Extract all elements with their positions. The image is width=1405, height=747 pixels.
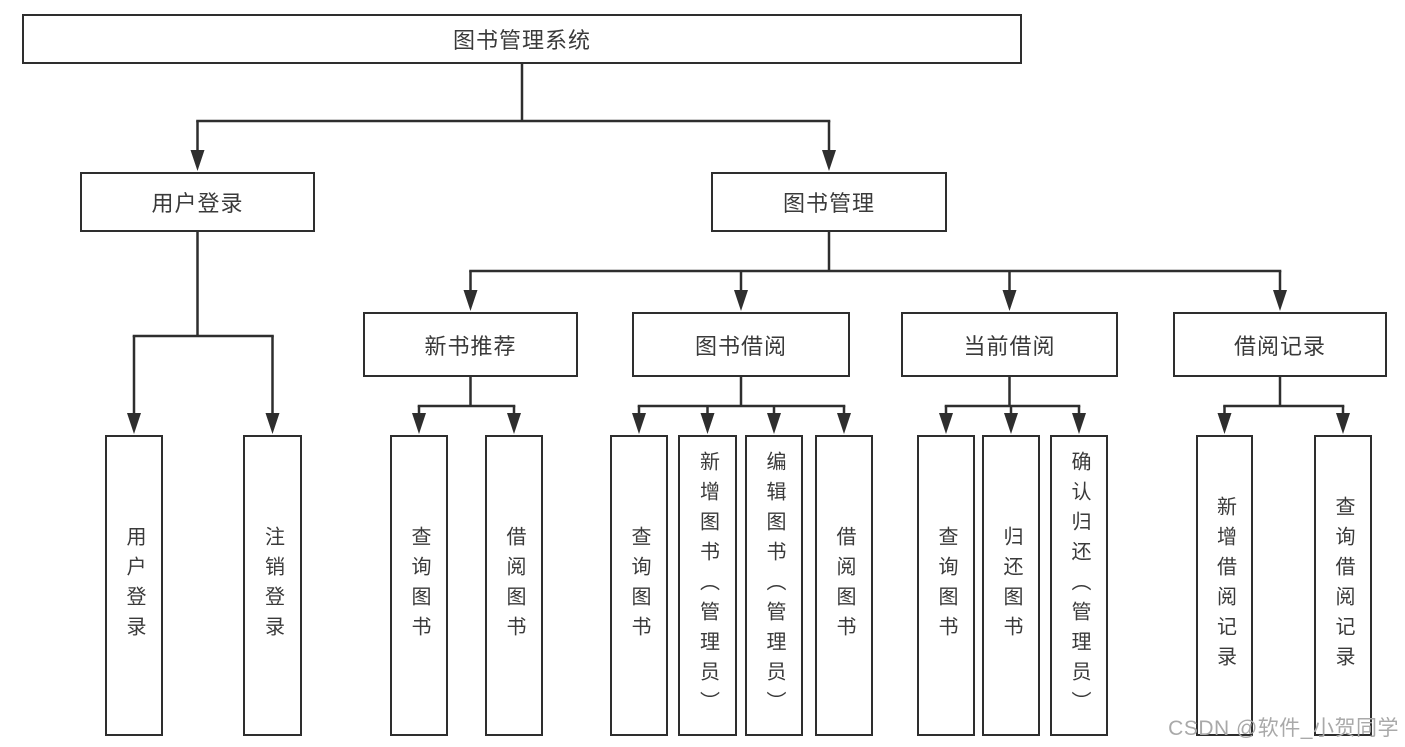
node-borrow-records: 借阅记录 bbox=[1173, 312, 1387, 377]
leaf-edit-books-admin-label: 编辑图书（管理员） bbox=[763, 450, 785, 721]
leaf-add-borrow-record: 新增借阅记录 bbox=[1196, 435, 1253, 736]
leaf-add-books-admin-label: 新增图书（管理员） bbox=[696, 450, 719, 721]
arrow-down-icon bbox=[700, 413, 715, 434]
node-current-borrow: 当前借阅 bbox=[901, 312, 1118, 377]
arrow-down-icon bbox=[127, 413, 141, 434]
arrow-down-icon bbox=[939, 413, 953, 434]
leaf-borrow-books-recommend-label: 借阅图书 bbox=[503, 525, 525, 646]
node-book-management-label: 图书管理 bbox=[782, 191, 875, 216]
leaf-query-books-current-label: 查询图书 bbox=[935, 525, 957, 646]
arrow-down-icon bbox=[1217, 413, 1232, 434]
node-book-borrow: 图书借阅 bbox=[632, 312, 850, 377]
arrow-down-icon bbox=[1273, 290, 1287, 311]
arrow-down-icon bbox=[837, 413, 851, 434]
leaf-query-books-recommend: 查询图书 bbox=[390, 435, 448, 736]
connector-borrow-records-children bbox=[1217, 377, 1350, 434]
leaf-logout: 注销登录 bbox=[243, 435, 302, 736]
leaf-edit-books-admin: 编辑图书（管理员） bbox=[745, 435, 803, 736]
leaf-confirm-return-admin-label: 确认归还（管理员） bbox=[1068, 450, 1090, 721]
connector-current-borrow-children bbox=[939, 377, 1086, 434]
node-new-book-recommend-label: 新书推荐 bbox=[424, 333, 517, 359]
arrow-down-icon bbox=[734, 290, 748, 311]
arrow-down-icon bbox=[1072, 413, 1086, 434]
leaf-query-borrow-record: 查询借阅记录 bbox=[1314, 435, 1372, 736]
arrow-down-icon bbox=[265, 413, 280, 434]
leaf-return-books-label: 归还图书 bbox=[1000, 525, 1022, 646]
node-user-login: 用户登录 bbox=[80, 172, 315, 232]
arrow-down-icon bbox=[632, 413, 646, 434]
leaf-borrow-books: 借阅图书 bbox=[815, 435, 873, 736]
leaf-add-borrow-record-label: 新增借阅记录 bbox=[1213, 495, 1236, 676]
csdn-watermark: CSDN @软件_小贺同学 bbox=[1168, 717, 1399, 740]
leaf-logout-label: 注销登录 bbox=[261, 525, 284, 646]
node-borrow-records-label: 借阅记录 bbox=[1233, 333, 1326, 359]
arrow-down-icon bbox=[412, 413, 426, 434]
leaf-borrow-books-label: 借阅图书 bbox=[833, 525, 855, 646]
arrow-down-icon bbox=[767, 413, 781, 434]
connector-root-to-level2 bbox=[190, 64, 836, 171]
connector-new-book-children bbox=[412, 377, 521, 434]
leaf-borrow-books-recommend: 借阅图书 bbox=[485, 435, 543, 736]
arrow-down-icon bbox=[463, 290, 478, 311]
connector-book-management-children bbox=[463, 232, 1287, 311]
node-current-borrow-label: 当前借阅 bbox=[963, 333, 1056, 359]
leaf-query-books-borrow-label: 查询图书 bbox=[628, 525, 650, 646]
leaf-query-books-recommend-label: 查询图书 bbox=[408, 525, 430, 646]
arrow-down-icon bbox=[190, 150, 205, 171]
node-root-label: 图书管理系统 bbox=[452, 28, 591, 53]
arrow-down-icon bbox=[1004, 413, 1018, 434]
leaf-user-login: 用户登录 bbox=[105, 435, 163, 736]
leaf-query-books-current: 查询图书 bbox=[917, 435, 975, 736]
arrow-down-icon bbox=[1002, 290, 1017, 311]
node-root: 图书管理系统 bbox=[22, 14, 1022, 64]
arrow-down-icon bbox=[1336, 413, 1350, 434]
leaf-query-borrow-record-label: 查询借阅记录 bbox=[1332, 495, 1354, 676]
leaf-confirm-return-admin: 确认归还（管理员） bbox=[1050, 435, 1108, 736]
leaf-add-books-admin: 新增图书（管理员） bbox=[678, 435, 737, 736]
node-new-book-recommend: 新书推荐 bbox=[363, 312, 578, 377]
node-user-login-label: 用户登录 bbox=[151, 191, 244, 216]
node-book-management: 图书管理 bbox=[711, 172, 947, 232]
connector-user-login-children bbox=[127, 232, 280, 434]
leaf-return-books: 归还图书 bbox=[982, 435, 1040, 736]
arrow-down-icon bbox=[507, 413, 521, 434]
leaf-user-login-label: 用户登录 bbox=[123, 525, 145, 646]
connector-book-borrow-children bbox=[632, 377, 851, 434]
leaf-query-books-borrow: 查询图书 bbox=[610, 435, 668, 736]
node-book-borrow-label: 图书借阅 bbox=[694, 333, 787, 359]
arrow-down-icon bbox=[822, 150, 836, 171]
